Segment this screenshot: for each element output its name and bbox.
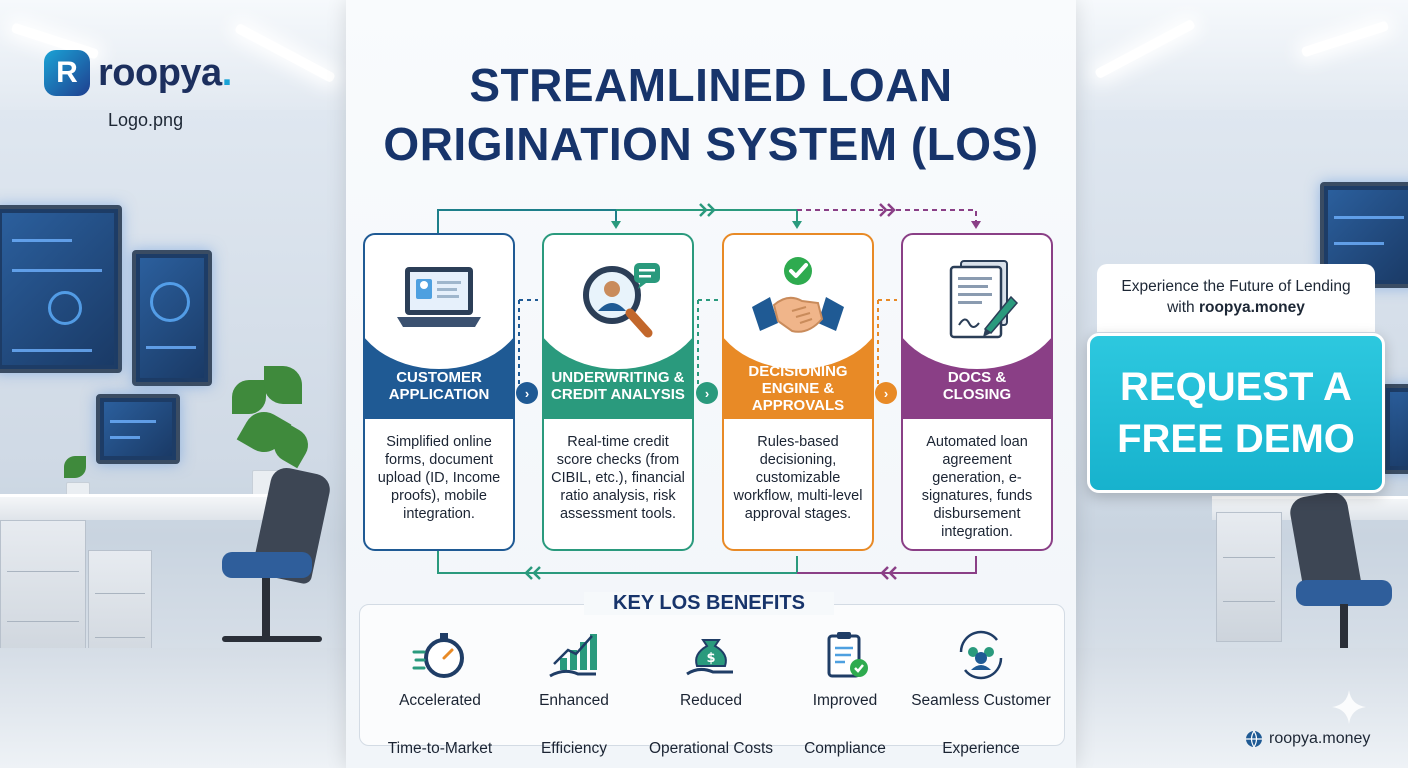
logo-mark-icon: R (44, 50, 90, 96)
plant-leaf (232, 380, 266, 414)
brand-logo[interactable]: R roopya. (44, 50, 232, 96)
benefits-box (359, 604, 1065, 746)
clipboard-check-icon (827, 632, 868, 678)
office-chair-seat (222, 552, 312, 578)
stage-description: Real-time credit score checks (from CIBI… (551, 434, 685, 522)
people-cycle-icon (959, 630, 1003, 680)
stopwatch-icon (412, 633, 464, 678)
office-chair-base (1340, 604, 1348, 660)
stage-description: Rules-based decisioning, customizable wo… (733, 434, 863, 522)
office-chair-seat (1296, 580, 1392, 606)
signed-document-icon (949, 260, 1019, 339)
magnifier-person-icon (583, 263, 660, 338)
stage-card-underwriting[interactable]: UNDERWRITING &CREDIT ANALYSIS Real-time … (542, 233, 694, 551)
wall-monitor (0, 205, 122, 373)
plant-leaf (64, 456, 86, 478)
svg-text:$: $ (706, 651, 715, 666)
website-link[interactable]: roopya.money (1245, 730, 1370, 748)
handshake-check-icon (752, 257, 844, 333)
logo-filename: Logo.png (108, 110, 184, 130)
plant-leaf (264, 366, 302, 404)
wall-monitor (132, 250, 212, 386)
benefits-title: KEY LOS BENEFITS (584, 592, 834, 615)
office-chair-base (262, 578, 270, 638)
stage-card-docs-closing[interactable]: DOCS &CLOSING Automated loan agreement g… (901, 233, 1053, 551)
desk-monitor (96, 394, 180, 464)
cta-tagline: Experience the Future of Lending with ro… (1097, 264, 1375, 332)
desk-monitor (1382, 384, 1408, 474)
growth-chart-icon (549, 634, 597, 678)
globe-icon (1246, 730, 1262, 748)
stage-description: Automated loan agreement generation, e-s… (921, 434, 1033, 540)
laptop-profile-icon (397, 267, 481, 327)
money-bag-hand-icon: $ (686, 639, 733, 676)
file-cabinet (1216, 512, 1282, 642)
sparkle-icon (1332, 690, 1366, 724)
next-stage-chevron-icon: › (516, 382, 538, 404)
logo-wordmark: roopya. (98, 51, 232, 94)
stage-description: Simplified online forms, document upload… (377, 434, 501, 522)
next-stage-chevron-icon: › (696, 382, 718, 404)
office-chair-base (222, 636, 322, 642)
desk (0, 494, 300, 520)
page-title-line1: STREAMLINED LOAN (469, 59, 953, 111)
next-stage-chevron-icon: › (875, 382, 897, 404)
page-title-line2: ORIGINATION SYSTEM (LOS) (383, 118, 1039, 170)
file-cabinet (0, 520, 86, 670)
